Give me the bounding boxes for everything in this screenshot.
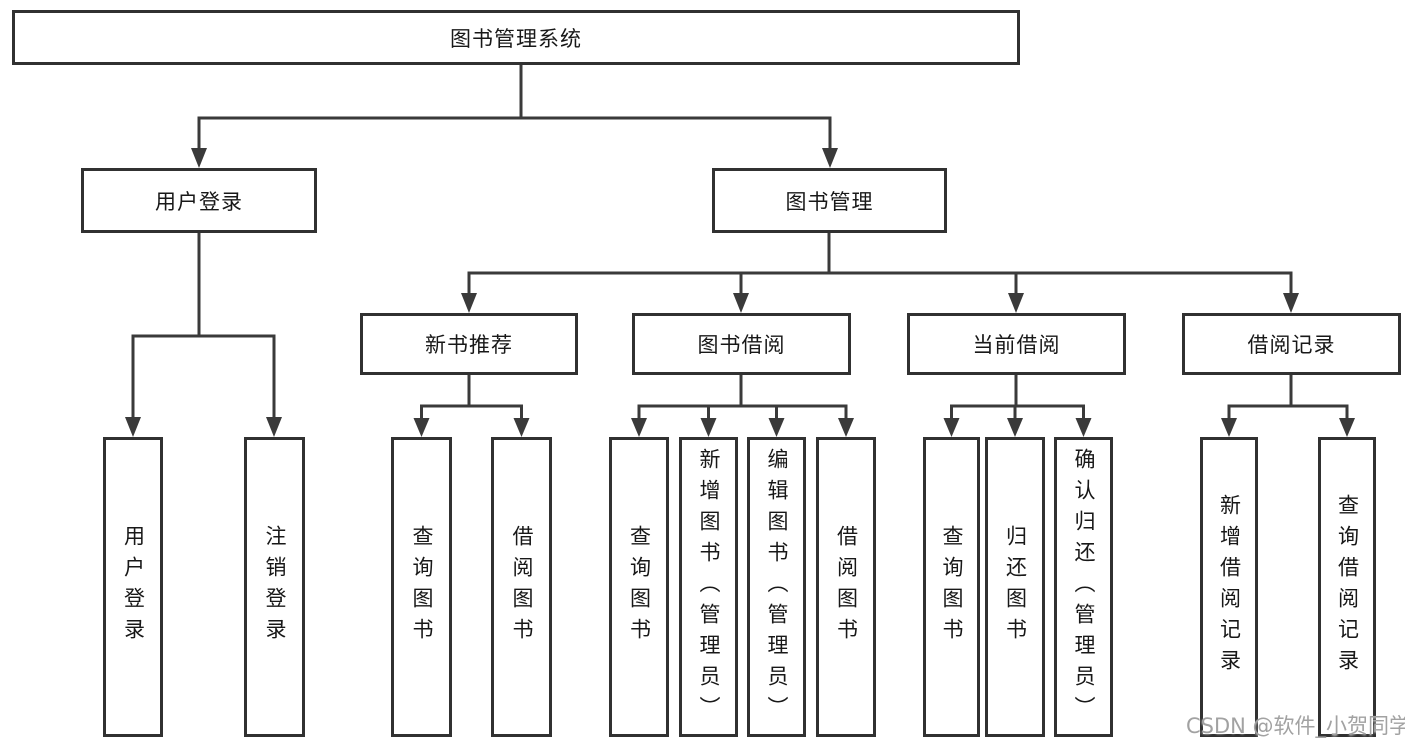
arrowheads-user-login-leaves <box>125 417 282 437</box>
connector-root-to-level2 <box>197 65 832 150</box>
csdn-watermark: CSDN @软件_小贺同学 <box>1186 714 1405 738</box>
leaf-label: 借阅图书 <box>834 525 859 649</box>
leaf-label: 查询图书 <box>410 525 434 649</box>
node-label: 图书借阅 <box>697 333 786 357</box>
arrowheads-level3 <box>461 293 1299 313</box>
leaf-return-book: 归还图书 <box>985 437 1045 737</box>
connector-level3-to-leaves <box>420 375 1349 420</box>
leaf-label: 查询借阅记录 <box>1335 494 1360 680</box>
leaf-add-borrow-record: 新增借阅记录 <box>1200 437 1258 737</box>
leaf-label: 新增图书（管理员） <box>697 447 721 727</box>
leaf-label: 归还图书 <box>1003 525 1028 649</box>
leaf-confirm-return-admin: 确认归还（管理员） <box>1054 437 1113 737</box>
connector-book-mgmt-to-level3 <box>467 233 1293 295</box>
leaf-label: 查询图书 <box>940 525 964 649</box>
node-label: 新书推荐 <box>425 333 513 357</box>
node-book-borrowing: 图书借阅 <box>632 313 851 375</box>
arrowheads-level2 <box>191 148 838 168</box>
leaf-label: 编辑图书（管理员） <box>765 447 789 727</box>
leaf-label: 用户登录 <box>121 525 146 649</box>
node-book-management: 图书管理 <box>712 168 947 233</box>
leaf-add-book-admin: 新增图书（管理员） <box>679 437 738 737</box>
node-borrowing-records: 借阅记录 <box>1182 313 1401 375</box>
node-label: 图书管理 <box>785 189 874 214</box>
leaf-borrow-books-recommend: 借阅图书 <box>491 437 552 737</box>
leaf-query-borrow-record: 查询借阅记录 <box>1318 437 1376 737</box>
node-label: 借阅记录 <box>1247 333 1336 357</box>
node-new-book-recommend: 新书推荐 <box>360 313 578 375</box>
leaf-user-login: 用户登录 <box>103 437 163 737</box>
leaf-label: 查询图书 <box>627 525 652 649</box>
leaf-edit-book-admin: 编辑图书（管理员） <box>747 437 806 737</box>
node-user-login: 用户登录 <box>81 168 317 233</box>
node-label: 当前借阅 <box>972 333 1061 357</box>
node-library-management-system: 图书管理系统 <box>12 10 1020 65</box>
node-current-borrowing: 当前借阅 <box>907 313 1126 375</box>
node-label: 用户登录 <box>155 189 243 214</box>
leaf-borrow-books: 借阅图书 <box>816 437 876 737</box>
leaf-label: 注销登录 <box>263 525 287 649</box>
leaf-query-books-current: 查询图书 <box>923 437 980 737</box>
connector-user-login-to-leaves <box>131 233 276 419</box>
leaf-query-books-recommend: 查询图书 <box>391 437 452 737</box>
leaf-label: 确认归还（管理员） <box>1072 447 1096 727</box>
leaf-logout: 注销登录 <box>244 437 305 737</box>
leaf-query-books-borrowing: 查询图书 <box>609 437 669 737</box>
leaf-label: 新增借阅记录 <box>1217 494 1242 680</box>
arrowheads-leaves <box>413 418 1355 437</box>
node-label: 图书管理系统 <box>450 26 582 51</box>
leaf-label: 借阅图书 <box>510 525 534 649</box>
